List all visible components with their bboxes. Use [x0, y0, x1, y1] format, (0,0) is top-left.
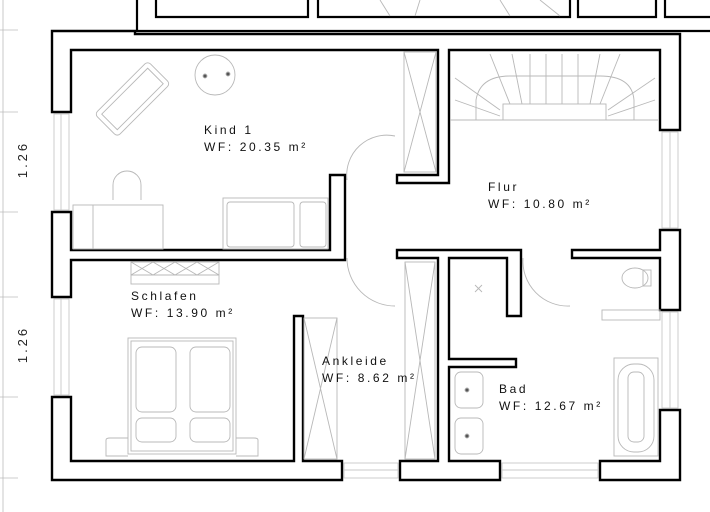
staircase — [450, 53, 658, 121]
room-area: WF: 13.90 m² — [131, 306, 235, 320]
upper-stair-lines — [379, 0, 561, 17]
room-label-kind-1: Kind 1 WF: 20.35 m² — [204, 122, 308, 156]
wall-north — [50, 29, 682, 185]
dimension-line — [0, 0, 18, 512]
room-label-flur: Flur WF: 10.80 m² — [488, 179, 592, 213]
wall-flur-east — [570, 228, 682, 312]
room-name: Schlafen — [131, 289, 199, 303]
upper-building-walls — [135, 0, 710, 33]
wardrobes — [130, 51, 437, 460]
dimension-label: 1.26 — [15, 140, 31, 179]
windows — [53, 113, 679, 479]
bed — [105, 337, 259, 457]
bathroom-fixtures — [454, 267, 661, 457]
room-label-bad: Bad WF: 12.67 m² — [499, 381, 603, 415]
dimension-label: 1.26 — [15, 325, 31, 364]
room-name: Bad — [499, 382, 529, 396]
room-label-ankleide: Ankleide WF: 8.62 m² — [322, 353, 417, 387]
kind-furniture — [72, 54, 329, 250]
room-name: Kind 1 — [204, 123, 254, 137]
door-swings — [346, 134, 571, 307]
room-label-schlafen: Schlafen WF: 13.90 m² — [131, 288, 235, 322]
wall-kind-schlafen — [50, 173, 347, 299]
room-area: WF: 12.67 m² — [499, 399, 603, 413]
room-name: Ankleide — [322, 354, 389, 368]
wall-bad-ankleide — [395, 248, 523, 482]
wall-southwest — [50, 314, 344, 482]
room-area: WF: 10.80 m² — [488, 197, 592, 211]
wall-southeast — [598, 408, 682, 482]
room-area: WF: 20.35 m² — [204, 140, 308, 154]
room-name: Flur — [488, 180, 520, 194]
room-area: WF: 8.62 m² — [322, 371, 417, 385]
